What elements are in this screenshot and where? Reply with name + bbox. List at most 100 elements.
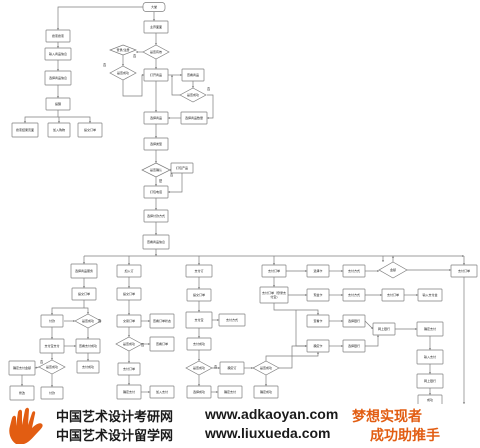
flow-arrowhead [50,358,54,360]
flow-node-label: 选择卡 [313,268,322,273]
flow-node-b11: 金额 [378,261,408,279]
decision-shape [115,336,143,352]
flow-arrowhead [370,326,373,329]
flow-arrowhead [264,384,268,386]
process-shape [70,263,98,279]
flow-arrowhead [272,263,276,265]
process-shape [259,286,289,304]
flow-arrowhead [191,86,195,88]
flow-arrowhead [20,384,24,386]
process-shape [416,373,444,389]
process-shape [218,313,246,327]
flow-node-d4: 查看支付成功 [75,338,101,354]
flow-node-c2: 登录/注册 [109,44,137,56]
flow-node-b16: 输入支付金 [417,288,443,302]
flow-arrowhead [272,285,276,287]
flow-node-c13: 打包电话 [143,185,169,199]
flow-node-c5: 打开商品 [143,68,169,82]
flow-node-c6: 查看商品 [181,68,205,82]
flow-node-e4: 查看订单 [149,336,175,352]
flow-node-g10: 确定成功 [253,385,279,399]
flow-arrowhead [86,312,90,314]
flow-node-b7: 支付订单 [261,264,287,278]
flow-arrowhead [180,73,182,77]
flowchart-nodes: 大堂搜索搜索输入商品信息选择商品信息提醒搜索结果页面加入购物提交订单主界面面登录… [8,2,478,406]
process-shape [306,314,330,328]
flow-arrowhead [197,336,201,338]
flow-arrowhead [23,121,27,123]
process-shape [381,288,405,302]
flow-node-label: 是否有效 [150,49,162,54]
flow-arrowhead [197,287,201,289]
decision-shape [141,162,171,178]
flow-arrowhead [154,254,158,256]
flow-node-label: 选择成功 [193,389,205,394]
process-shape [8,360,36,376]
flow-node-label: 登录/注册 [116,47,129,52]
flow-arrowhead [121,64,125,66]
flow-arrowhead [50,313,54,315]
process-shape [416,349,444,365]
flow-node-label: 确定卡 [313,343,322,348]
flow-node-label: 确定支付 [424,326,436,331]
flow-node-label: 是否成功 [82,318,94,323]
flow-node-g2: 选择银行 [342,314,366,328]
flow-arrowhead [197,359,201,361]
process-shape [416,321,444,337]
flow-arrowhead [316,313,320,315]
flow-arrowhead [127,383,131,385]
flow-arrowhead [316,352,320,354]
flow-node-label: 查看订单状态 [153,318,171,323]
flow-node-label: 提交订单 [123,291,135,296]
flow-arrowhead [57,121,61,123]
flow-node-label: 输入支付金 [422,292,437,297]
process-shape [180,111,208,125]
flow-node-label: 支付方式 [348,292,360,297]
flow-node-b3: 加入订 [116,264,142,278]
footer-url-kaoyan[interactable]: www.adkaoyan.com [205,406,339,422]
flow-node-label: 提交订单 [78,291,90,296]
flow-node-label: 搜索搜索 [52,33,64,38]
flow-connector [207,94,214,119]
decision-shape [252,360,280,376]
process-shape [261,264,287,278]
flow-arrowhead [341,344,343,348]
flow-node-c1: 主界面面 [143,20,169,34]
flow-node-label: 支付方式 [348,268,360,273]
flow-arrowhead [154,43,158,45]
flow-node-c8: 选择商品 [143,111,169,125]
process-shape [40,314,64,328]
flow-node-label: 确定支付金额 [13,365,31,370]
flow-node-b12: 支付订单 [450,264,478,278]
flow-arrowhead [428,372,432,374]
process-shape [71,287,97,301]
flow-arrowhead [449,268,451,272]
process-shape [9,385,35,401]
flow-node-g4: 确定支付 [416,321,444,337]
process-shape [217,385,243,399]
process-shape [372,322,396,336]
process-shape [450,264,478,278]
flow-node-g5: 确定卡 [306,339,330,353]
flow-arrowhead [428,393,432,395]
flow-node-g3: 网上银行 [372,322,396,336]
flow-node-e5: 支付订单 [117,362,141,376]
flow-node-label: 网上银行 [424,378,436,383]
flow-node-label: 提交订单 [84,127,96,132]
process-shape [45,29,71,43]
process-shape [142,234,170,250]
flow-connector [57,6,143,30]
edge-label: 是 [159,178,163,183]
flow-node-label: 大堂 [151,4,157,9]
flow-arrowhead [86,359,90,361]
flow-node-label: 选择银行 [348,343,360,348]
decision-shape [109,65,137,81]
flow-node-label: 现金卡 [313,292,322,297]
flow-arrowhead [416,293,418,297]
footer-url-liuxue[interactable]: www.liuxueda.com [205,425,331,441]
flow-arrowhead [73,319,75,323]
flow-node-label: 支付订单 [123,366,135,371]
flow-arrowhead [148,319,150,323]
flow-arrowhead [56,46,60,48]
